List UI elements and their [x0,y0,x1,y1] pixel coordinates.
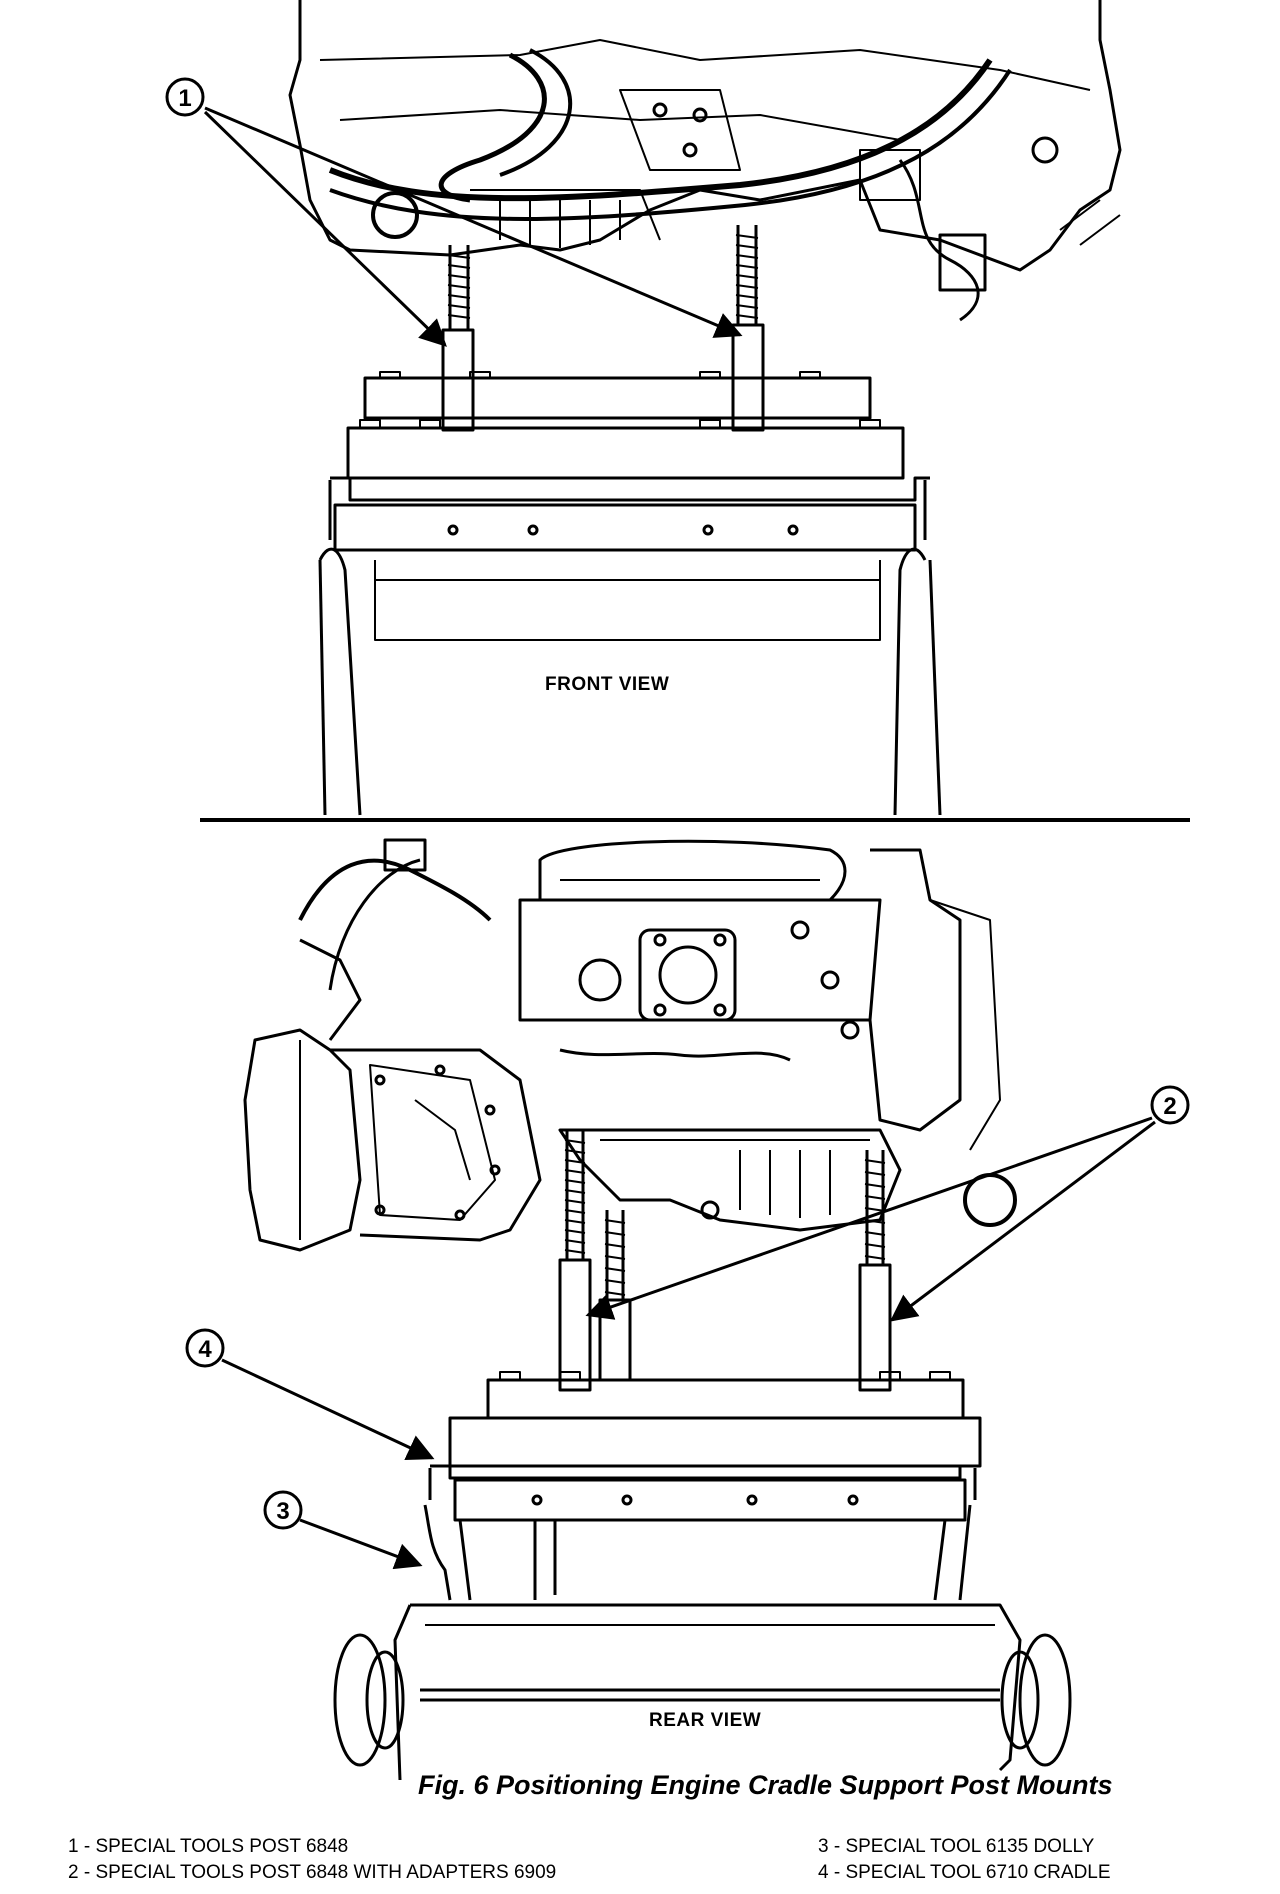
callout-4-number: 4 [198,1336,212,1363]
legend-item-1: 1 - SPECIAL TOOLS POST 6848 [68,1836,349,1857]
callout-2-number: 2 [1163,1093,1176,1120]
callout-2-leader-b [889,1120,1156,1322]
callout-4-circle [185,1328,225,1368]
callout-3-circle [263,1490,303,1530]
rear-view-label: REAR VIEW [649,1710,762,1731]
callout-1-number: 1 [178,85,191,112]
callout-1-circle [165,77,205,117]
callout-1-leader-a [203,110,447,347]
callout-1-leader-b [204,106,743,338]
legend-item-3: 3 - SPECIAL TOOL 6135 DOLLY [818,1836,1095,1857]
callout-2-circle [1150,1085,1190,1125]
legend-item-2: 2 - SPECIAL TOOLS POST 6848 WITH ADAPTER… [68,1862,557,1883]
legend-item-4: 4 - SPECIAL TOOL 6710 CRADLE [818,1862,1111,1883]
front-view-illustration [288,0,1122,816]
rear-view-illustration [243,838,1072,1781]
front-view-label: FRONT VIEW [545,674,670,695]
figure-caption: Fig. 6 Positioning Engine Cradle Support… [418,1770,1113,1800]
callout-3-leader [299,1518,423,1570]
callout-4-leader [221,1358,435,1460]
callout-3-number: 3 [276,1498,289,1525]
callout-2-leader-a [585,1116,1153,1320]
